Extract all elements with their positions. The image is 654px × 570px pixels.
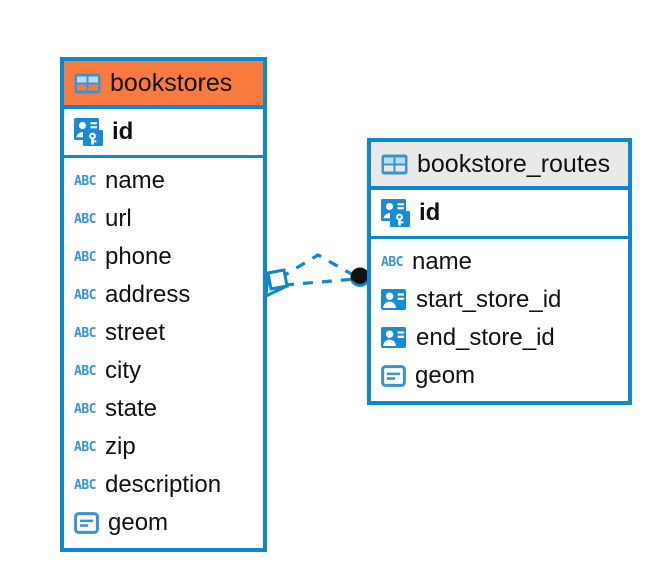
relationship-line-upper xyxy=(279,253,356,280)
foreign-key-icon xyxy=(381,289,407,311)
field-row-name[interactable]: ABC name xyxy=(371,243,628,281)
entity-bookstore-routes[interactable]: bookstore_routes xyxy=(367,138,632,405)
field-row-name[interactable]: ABC name xyxy=(64,162,263,200)
field-row-zip[interactable]: ABC zip xyxy=(64,428,263,466)
table-icon xyxy=(381,154,408,175)
field-label: geom xyxy=(415,362,476,389)
field-row-geom[interactable]: geom xyxy=(371,357,628,395)
abc-text-icon: ABC xyxy=(74,439,96,455)
abc-text-icon: ABC xyxy=(74,401,96,417)
primary-key-section-bookstores: id xyxy=(64,109,263,158)
field-row-phone[interactable]: ABC phone xyxy=(64,238,263,276)
entity-title: bookstores xyxy=(110,68,233,97)
field-row-street[interactable]: ABC street xyxy=(64,314,263,352)
field-row-end-store-id[interactable]: end_store_id xyxy=(371,319,628,357)
field-row-pk[interactable]: id xyxy=(371,190,628,236)
field-label: city xyxy=(104,357,141,384)
foreign-key-icon xyxy=(381,327,407,349)
field-row-city[interactable]: ABC city xyxy=(64,352,263,390)
field-row-geom[interactable]: geom xyxy=(64,504,263,542)
field-row-start-store-id[interactable]: start_store_id xyxy=(371,281,628,319)
field-row-url[interactable]: ABC url xyxy=(64,200,263,238)
field-label: description xyxy=(104,471,222,498)
primary-key-icon xyxy=(74,118,103,146)
geometry-icon xyxy=(381,365,406,387)
field-label: id xyxy=(419,199,441,226)
primary-key-icon xyxy=(381,199,410,227)
geometry-icon xyxy=(74,512,99,534)
field-row-pk[interactable]: id xyxy=(64,109,263,155)
field-label: phone xyxy=(104,243,172,270)
abc-text-icon: ABC xyxy=(74,363,96,379)
table-icon xyxy=(74,73,101,94)
field-row-description[interactable]: ABC description xyxy=(64,466,263,504)
field-label: geom xyxy=(108,509,169,536)
fields-section-bookstore-routes: ABC name start_store_id xyxy=(371,239,628,401)
abc-text-icon: ABC xyxy=(74,287,96,303)
entity-header-bookstore-routes[interactable]: bookstore_routes xyxy=(371,142,628,190)
relationship-lines xyxy=(279,253,357,287)
field-label: url xyxy=(104,205,132,232)
entity-bookstores[interactable]: bookstores xyxy=(60,57,267,552)
entity-title: bookstore_routes xyxy=(417,149,611,178)
abc-text-icon: ABC xyxy=(74,173,96,189)
abc-text-icon: ABC xyxy=(381,254,403,270)
crows-foot-icon xyxy=(264,268,289,298)
field-label: end_store_id xyxy=(416,324,555,351)
field-label: street xyxy=(104,319,166,346)
relationship-line-middle xyxy=(283,277,357,287)
entity-header-bookstores[interactable]: bookstores xyxy=(64,61,263,109)
field-label: address xyxy=(104,281,191,308)
field-label: name xyxy=(104,167,166,194)
field-label: name xyxy=(411,248,473,275)
field-label: id xyxy=(112,118,134,145)
primary-key-section-bookstore-routes: id xyxy=(371,190,628,239)
fields-section-bookstores: ABC name ABC url ABC phone ABC address A… xyxy=(64,158,263,548)
abc-text-icon: ABC xyxy=(74,211,96,227)
field-row-address[interactable]: ABC address xyxy=(64,276,263,314)
abc-text-icon: ABC xyxy=(74,325,96,341)
field-label: state xyxy=(104,395,158,422)
field-label: zip xyxy=(104,433,136,460)
field-row-state[interactable]: ABC state xyxy=(64,390,263,428)
abc-text-icon: ABC xyxy=(74,477,96,493)
abc-text-icon: ABC xyxy=(74,249,96,265)
field-label: start_store_id xyxy=(416,286,562,313)
